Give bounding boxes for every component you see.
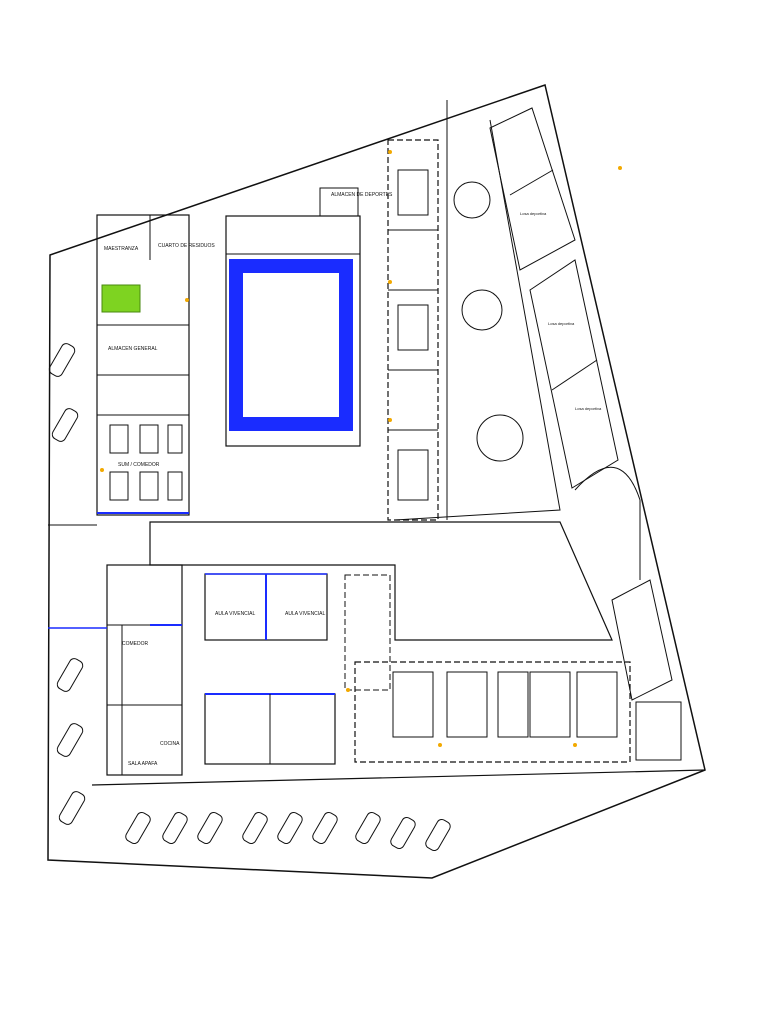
label-aula-vivencial-2: AULA VIVENCIAL [285,611,326,617]
site-boundary [47,84,706,879]
label-campo-3: Losa deportiva [575,406,602,411]
south-classrooms [344,574,682,763]
label-almacen-deportes: ALMACEN DE DEPORTES [331,192,393,198]
pool-area [225,215,361,447]
label-cuarto-residuos: CUARTO DE RESIDUOS [158,243,215,249]
label-maestranza: MAESTRANZA [104,246,139,252]
south-road [91,769,706,786]
parking-south [125,811,451,852]
label-sala-apafa: SALA APAFA [128,761,158,767]
label-campo-1: Losa deportiva [520,211,547,216]
deportes-room [319,187,359,217]
comedor-block [106,564,183,776]
classroom-column [387,139,439,521]
central-corridor [149,521,613,641]
label-sum-comedor: SUM / COMEDOR [118,462,160,468]
west-wing [96,214,190,516]
label-comedor: COMEDOR [122,641,149,647]
label-almacen-general: ALMACEN GENERAL [108,346,158,352]
parking-west [48,343,107,825]
vehicle-icon [101,284,141,313]
door-markers [100,150,622,747]
sports-fields [453,107,641,580]
label-aula-vivencial-1: AULA VIVENCIAL [215,611,256,617]
label-campo-2: Losa deportiva [548,321,575,326]
label-cocina: COCINA [160,741,180,747]
aula-vivencial-block [204,573,336,765]
